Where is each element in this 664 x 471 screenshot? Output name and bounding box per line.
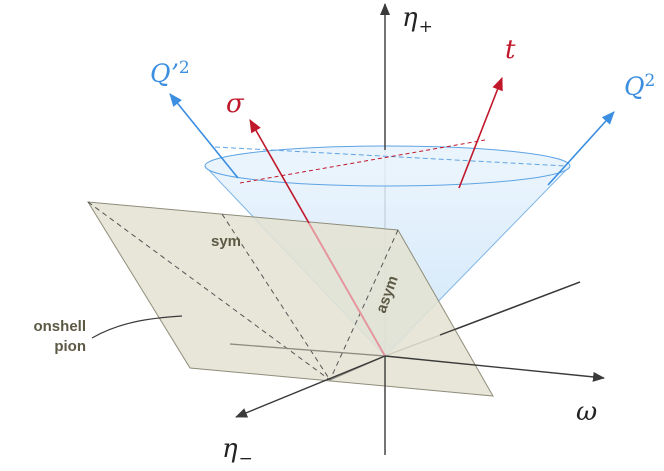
eta-minus-axis-back-front xyxy=(439,281,581,336)
eta-minus-axis xyxy=(235,355,386,418)
eta-plus-label: η+ xyxy=(402,3,433,37)
qprime2-label: Q’2 xyxy=(150,58,190,88)
sym-label: sym xyxy=(211,233,241,250)
eta-minus-label: η− xyxy=(222,434,253,469)
omega-axis xyxy=(384,355,605,382)
t-vector xyxy=(458,76,503,189)
t-label: t xyxy=(505,35,516,65)
q2-vector xyxy=(547,111,615,186)
qprime2-vector xyxy=(169,93,239,179)
omega-axis-through-plane xyxy=(229,343,386,357)
onshell-pion-plane xyxy=(87,201,494,397)
sigma-label: σ xyxy=(226,89,245,119)
pion-label: pion xyxy=(54,338,86,355)
onshell-pointer xyxy=(91,315,183,339)
onshell-label: onshell xyxy=(33,318,86,335)
omega-label: ω xyxy=(576,397,597,427)
plane-dashed-lines xyxy=(87,201,399,381)
cone-rim xyxy=(204,145,571,187)
q2-label: Q2 xyxy=(624,71,655,101)
sigma-vector-under-plane xyxy=(308,222,386,357)
cone-rim-diameter-blue xyxy=(214,146,567,167)
